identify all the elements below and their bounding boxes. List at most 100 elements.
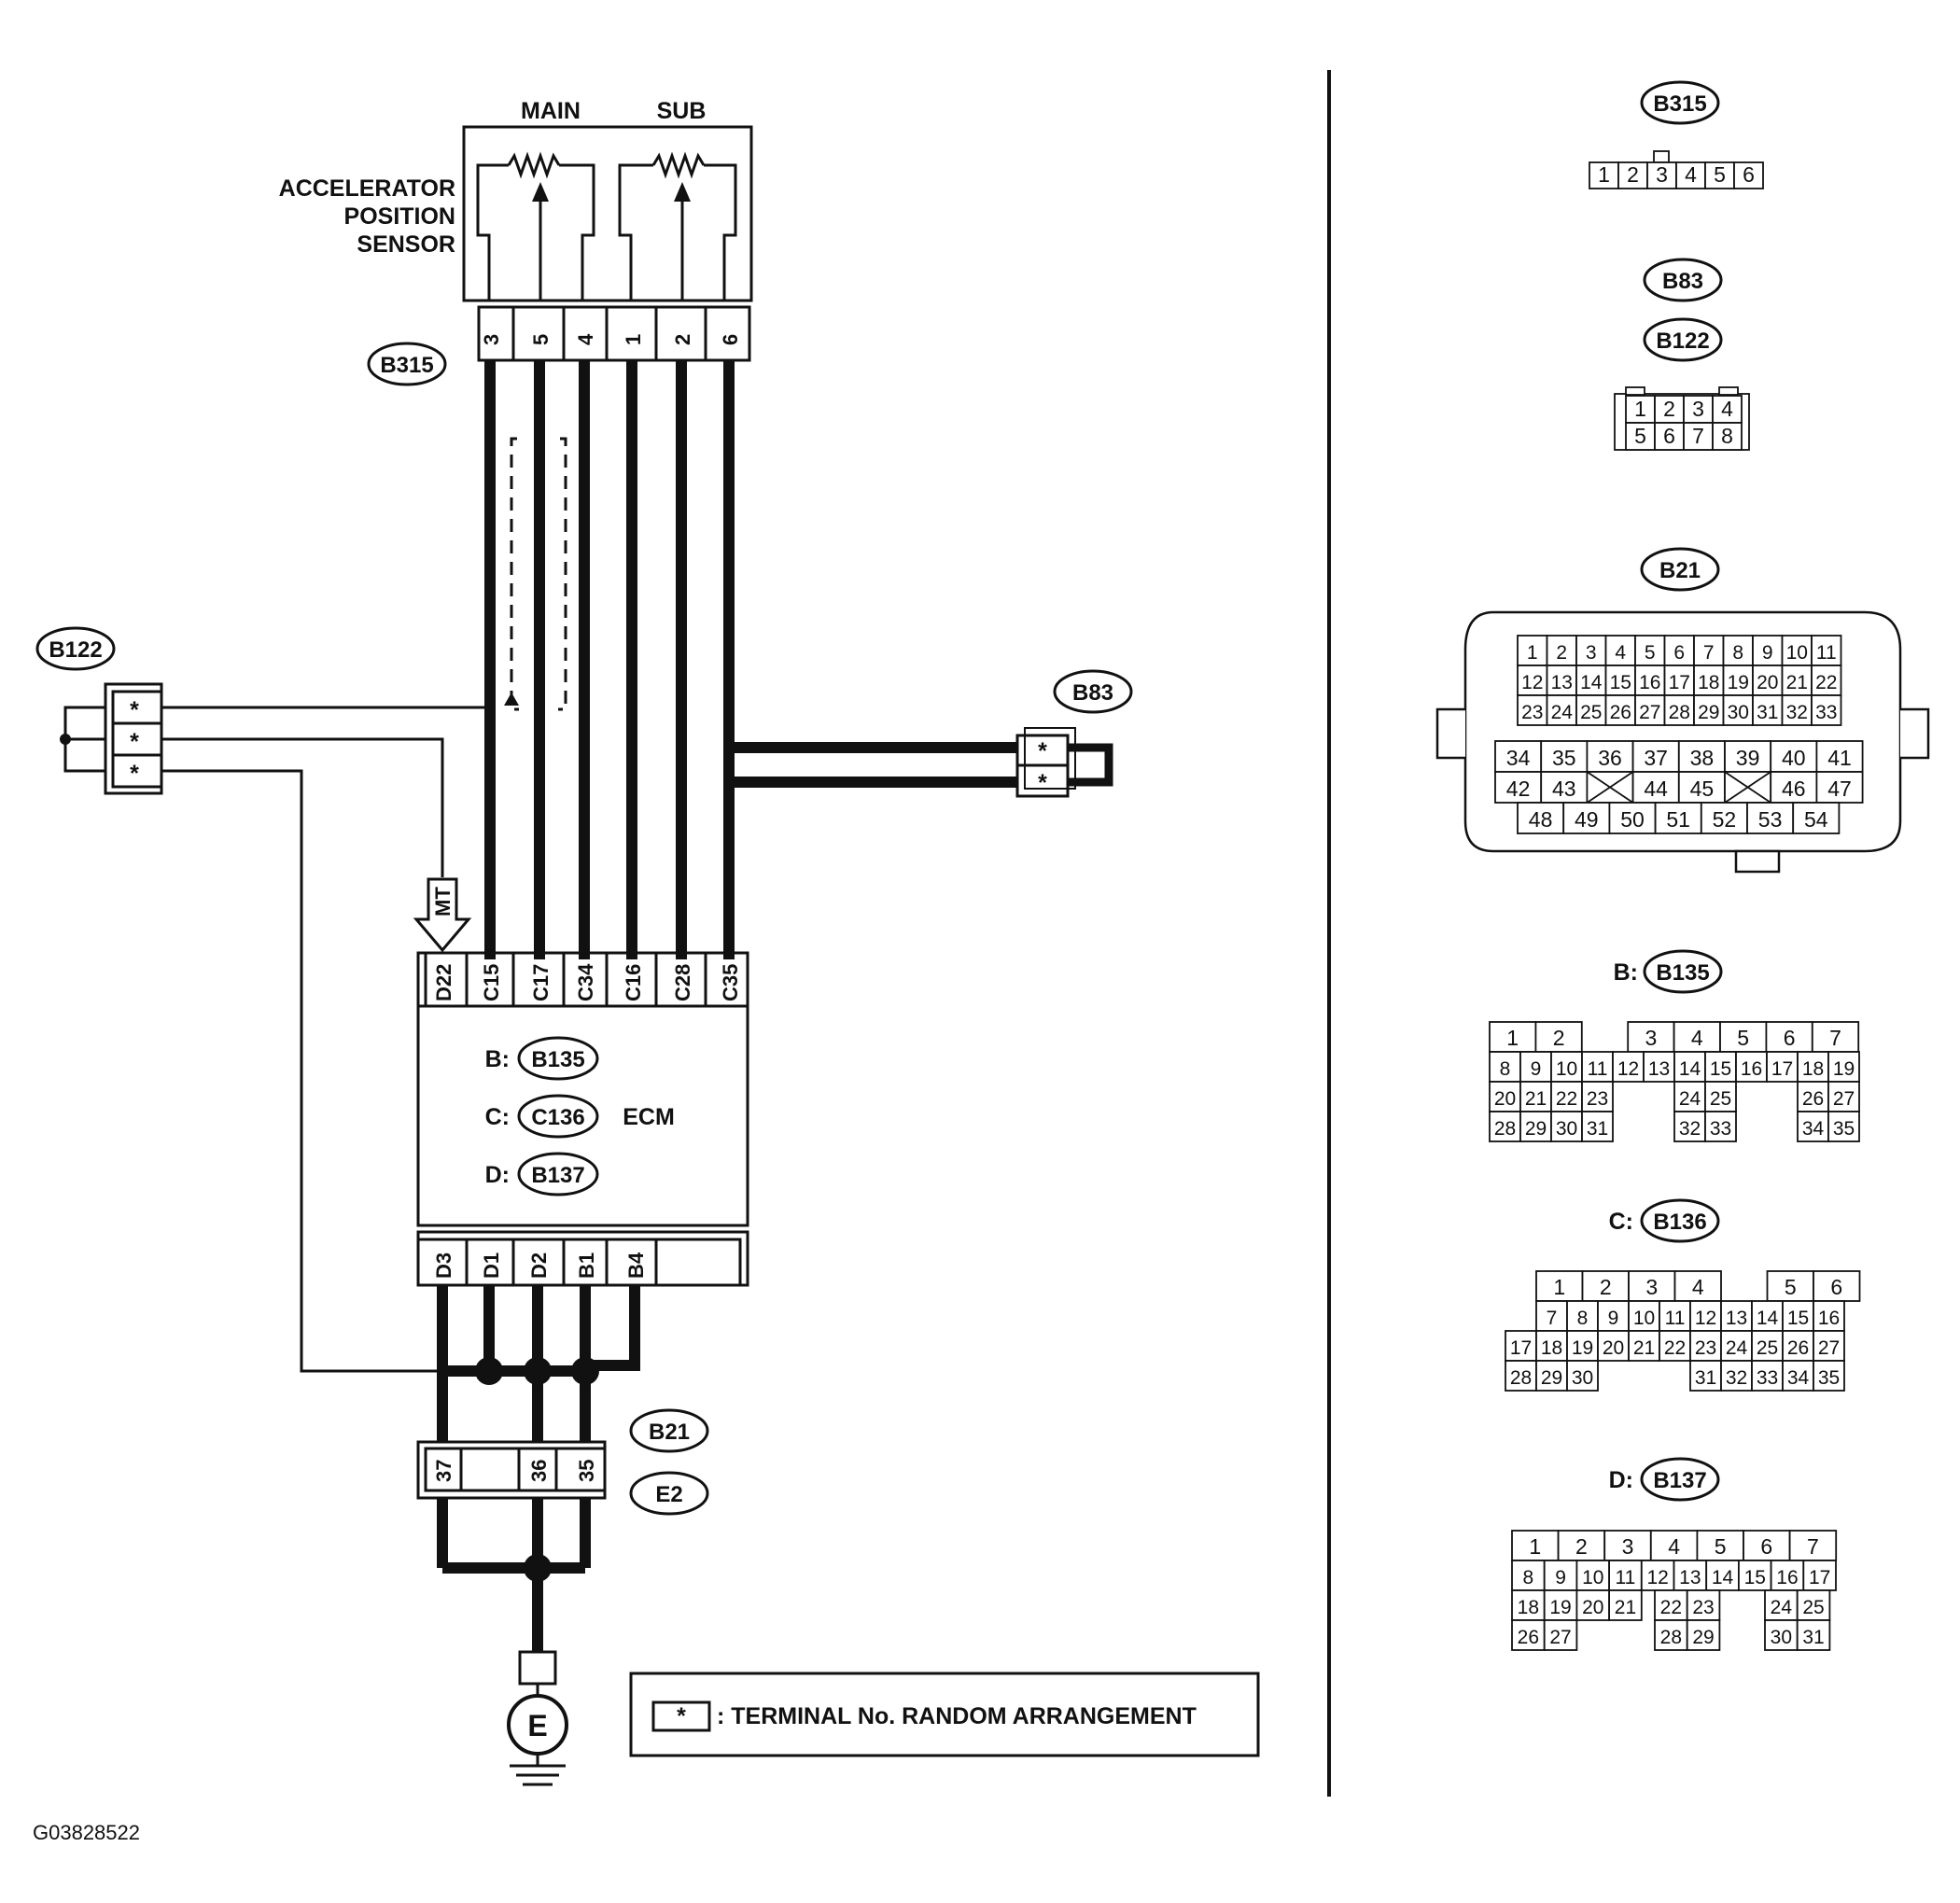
svg-text:B:: B: [1614, 959, 1638, 986]
b136-view-pin-21: 21 [1628, 1330, 1660, 1362]
b137-view-pin-31: 31 [1796, 1619, 1831, 1651]
svg-text:19: 19 [1572, 1337, 1593, 1359]
b21-view-pin-45: 45 [1677, 771, 1726, 804]
b137-view-pin-6: 6 [1743, 1530, 1791, 1561]
b136-view-pin-26: 26 [1782, 1330, 1814, 1362]
svg-text:22: 22 [1556, 1088, 1577, 1110]
svg-text:10: 10 [1556, 1058, 1577, 1080]
b21-view-pin-34: 34 [1494, 740, 1543, 773]
svg-text:51: 51 [1666, 807, 1690, 832]
b21-view-pin-40: 40 [1770, 740, 1818, 773]
b136-view-pin-34: 34 [1782, 1360, 1814, 1392]
svg-text:E2: E2 [655, 1482, 682, 1507]
b136-view-pin-22: 22 [1659, 1330, 1691, 1362]
b135-view-pin-4: 4 [1673, 1021, 1721, 1053]
b21-view-pin-24: 24 [1546, 694, 1577, 726]
svg-text:20: 20 [1582, 1597, 1603, 1618]
b137-view-pin-3: 3 [1603, 1530, 1652, 1561]
svg-text:20: 20 [1603, 1337, 1624, 1359]
svg-text:7: 7 [1807, 1534, 1819, 1559]
b136-view-pin-19: 19 [1566, 1330, 1599, 1362]
svg-text:B135: B135 [1656, 960, 1709, 986]
b21-view-pin-15: 15 [1604, 665, 1636, 696]
b136-view-pin-18: 18 [1535, 1330, 1568, 1362]
svg-text:22: 22 [1815, 672, 1837, 693]
b21-view-pin-28: 28 [1663, 694, 1695, 726]
svg-text:21: 21 [1525, 1088, 1547, 1110]
svg-text:15: 15 [1710, 1058, 1731, 1080]
svg-text:32: 32 [1786, 702, 1808, 723]
b135-view-pin-29: 29 [1519, 1111, 1552, 1142]
svg-text:7: 7 [1692, 424, 1704, 448]
b21-view-pin-27: 27 [1634, 694, 1666, 726]
b83-view-pin-1: 1 [1625, 395, 1656, 424]
shield-dashed [504, 437, 567, 711]
figure-code: G03828522 [33, 1821, 140, 1844]
svg-text:15: 15 [1787, 1308, 1809, 1329]
b136-view-pin-30: 30 [1566, 1360, 1599, 1392]
svg-text:43: 43 [1552, 777, 1576, 801]
b135-view-pin-1: 1 [1489, 1021, 1537, 1053]
b21-view-pin-22: 22 [1811, 665, 1842, 696]
svg-text:7: 7 [1829, 1026, 1841, 1050]
b21-view-pin-32: 32 [1781, 694, 1813, 726]
ecm-pin-D3: D3 [432, 1252, 455, 1279]
svg-text:8: 8 [1577, 1308, 1589, 1329]
b135-view-pin-8: 8 [1489, 1051, 1521, 1083]
b136-view-pin-12: 12 [1689, 1300, 1722, 1332]
svg-text:B137: B137 [1653, 1468, 1706, 1493]
svg-text:29: 29 [1525, 1118, 1547, 1140]
b315-strip-pin-4: 4 [574, 333, 597, 345]
b21-pin-35: 35 [575, 1460, 598, 1482]
svg-text:4: 4 [1615, 642, 1626, 664]
svg-text:46: 46 [1782, 777, 1806, 801]
svg-text:2: 2 [1600, 1275, 1612, 1299]
b122-connector: * * * [60, 682, 163, 795]
b137-view-pin-20: 20 [1575, 1589, 1611, 1621]
svg-text:8: 8 [1721, 424, 1733, 448]
b21-view-pin-47: 47 [1815, 771, 1864, 804]
svg-text:D:: D: [1609, 1467, 1633, 1493]
svg-text:23: 23 [1692, 1597, 1714, 1618]
svg-text:4: 4 [1691, 1026, 1703, 1050]
svg-text:14: 14 [1679, 1058, 1701, 1080]
b83-view-pin-5: 5 [1625, 422, 1656, 451]
svg-text:47: 47 [1827, 777, 1852, 801]
svg-text:6: 6 [1663, 424, 1675, 448]
svg-text:26: 26 [1787, 1337, 1809, 1359]
b135-view-pin-2: 2 [1534, 1021, 1583, 1053]
b315-tag: B315 [367, 342, 447, 386]
b136-view-pin-17: 17 [1505, 1330, 1537, 1362]
b137-view-pin-15: 15 [1738, 1560, 1772, 1591]
b135-view-pin-18: 18 [1797, 1051, 1829, 1083]
svg-text:25: 25 [1802, 1597, 1824, 1618]
b122-pin-3: * [130, 761, 139, 787]
svg-text:5: 5 [1645, 642, 1656, 664]
svg-text:3: 3 [1622, 1534, 1634, 1559]
svg-text:4: 4 [1668, 1534, 1680, 1559]
b136-view-pin-2: 2 [1581, 1270, 1630, 1302]
svg-text:49: 49 [1575, 807, 1599, 832]
svg-text:13: 13 [1679, 1567, 1701, 1588]
b21-view-pin-36: 36 [1586, 740, 1634, 773]
svg-text:26: 26 [1518, 1627, 1539, 1648]
b21-view-pin-19: 19 [1722, 665, 1754, 696]
svg-text:4: 4 [1721, 397, 1733, 421]
b136-view-pin-27: 27 [1813, 1330, 1845, 1362]
svg-text:35: 35 [1818, 1367, 1840, 1389]
svg-text:6: 6 [1743, 162, 1755, 187]
svg-text:24: 24 [1726, 1337, 1748, 1359]
b83-view-pin-6: 6 [1654, 422, 1685, 451]
svg-text:11: 11 [1588, 1058, 1608, 1080]
b137-view-pin-7: 7 [1788, 1530, 1838, 1561]
b21-view-pin-20: 20 [1752, 665, 1784, 696]
b21-view-pin-18: 18 [1693, 665, 1725, 696]
b122-pin-2: * [130, 729, 139, 755]
b21-view-pin-50: 50 [1608, 802, 1657, 834]
b137-view-pin-9: 9 [1543, 1560, 1578, 1591]
b21-view-pin-44: 44 [1631, 771, 1680, 804]
svg-text:15: 15 [1744, 1567, 1766, 1588]
svg-text:5: 5 [1634, 424, 1646, 448]
